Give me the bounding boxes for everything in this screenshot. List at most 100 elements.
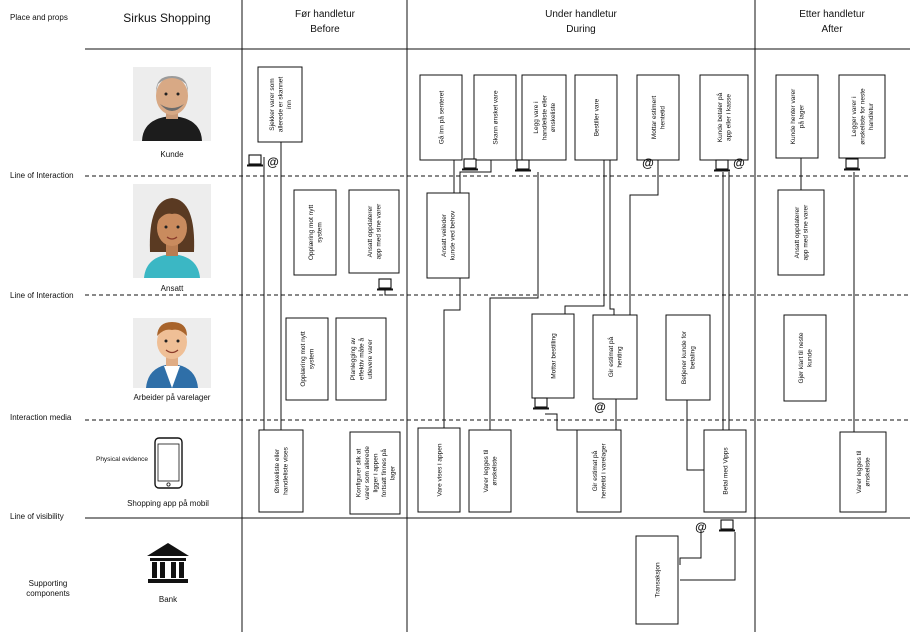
laptop-icon [247,154,263,167]
step-box-text: ønskeliste for neste [859,88,866,145]
warehouse-worker-avatar-icon [133,318,211,388]
line-of-interaction-label: Line of Interaction [10,291,74,300]
step-box-c11: Vare vises i appen [417,427,461,513]
step-box-frame [257,66,303,143]
step-box-text: Kunde betaler på [716,92,724,142]
laptop-icon [377,278,393,291]
step-box-text: Legg vare i [533,101,540,133]
phase-before-en: Before [310,24,340,35]
step-box-text: Kunde henter varer [790,88,797,144]
step-box-text: fortsatt finnes på [380,449,388,497]
actor-ansatt: Ansatt [161,284,184,293]
step-box-text: Bestiller vare [593,98,600,136]
step-box-text: på lager [798,104,806,128]
step-box-text: Opplæring mot nytt [300,331,307,386]
step-box-frame [703,429,747,513]
step-box-text: Varer legges til [856,450,863,493]
bank-icon [147,543,189,583]
step-box-frame [665,314,711,401]
at-sign-icon: @ [267,155,279,169]
actor-kunde: Kunde [160,150,184,159]
step-box-text: utlevere varer [367,338,374,379]
step-box-text: Legger varer i [851,96,858,136]
step-box-text: handleliste eller [541,94,548,140]
step-box-frame [293,189,337,276]
laptop-icon [714,159,730,172]
step-box-frame [635,535,679,625]
step-box-frame [285,317,329,401]
step-box-frame [468,429,512,513]
step-box-text: ønskeliste [550,102,557,132]
step-box-frame [521,74,567,161]
step-box-c1: Gå inn på senteret [419,74,463,161]
step-box-text: app med sine varer [803,204,810,260]
step-box-text: Mottar bestilling [550,333,557,379]
step-box-text: hentetid i varelager [601,443,608,499]
step-box-frame [349,431,401,515]
step-box-text: inn [286,100,293,109]
step-box-frame [783,314,827,402]
step-box-text: kunde [807,349,814,367]
step-box-text: betaling [690,346,697,369]
step-box-text: lager [389,465,396,480]
phase-before-no: Før handletur [295,9,356,20]
step-box-text: kunde ved behov [450,210,457,260]
step-box-text: Vare vises i appen [436,443,443,496]
step-box-text: handletur [868,102,875,130]
employee-avatar-icon [133,184,211,278]
step-box-frame [699,74,749,161]
step-box-text: effektiv måte å [357,338,365,381]
step-box-frame [777,189,825,276]
at-sign-icon: @ [733,156,745,170]
step-box-text: Gå inn på senteret [437,91,445,145]
actor-arbeider: Arbeider på varelager [134,393,211,402]
supporting-label-line-2: components [26,589,70,598]
step-box-text: app eller i kasse [726,94,733,141]
step-box-text: system [317,222,324,243]
laptop-icon [844,158,860,171]
step-box-text: Gir estimat på [591,450,599,491]
step-box-text: Gjør klart til neste [798,332,805,383]
step-box-text: Sjekker varer som [269,78,276,130]
step-box-frame [335,317,387,401]
step-box-c4: Bestiller vare [574,74,618,161]
step-box-text: system [309,349,316,370]
step-box-frame [417,427,461,513]
at-sign-icon: @ [695,520,707,534]
step-box-frame [592,314,638,400]
physical-evidence-label: Physical evidence [96,456,148,463]
laptop-icon [515,159,531,172]
phase-during-en: During [566,24,595,35]
step-box-text: ønskeliste [492,456,499,486]
step-box-text: Varer legges til [483,449,490,492]
step-box-frame [775,74,819,159]
step-box-frame [839,431,887,513]
phase-after-no: Etter handletur [799,9,865,20]
step-box-text: Gir estimat på [607,336,615,377]
page-title: Sirkus Shopping [123,11,210,25]
step-box-text: app med sine varer [376,203,383,259]
smartphone-icon [154,437,183,489]
step-box-text: ligger i appen [372,453,379,492]
step-box-text: handleliste vises [283,446,290,494]
actor-app: Shopping app på mobil [127,499,209,508]
media-icons: @@@@@ [247,154,860,534]
step-box-text: Skann ønsket vare [492,90,499,145]
